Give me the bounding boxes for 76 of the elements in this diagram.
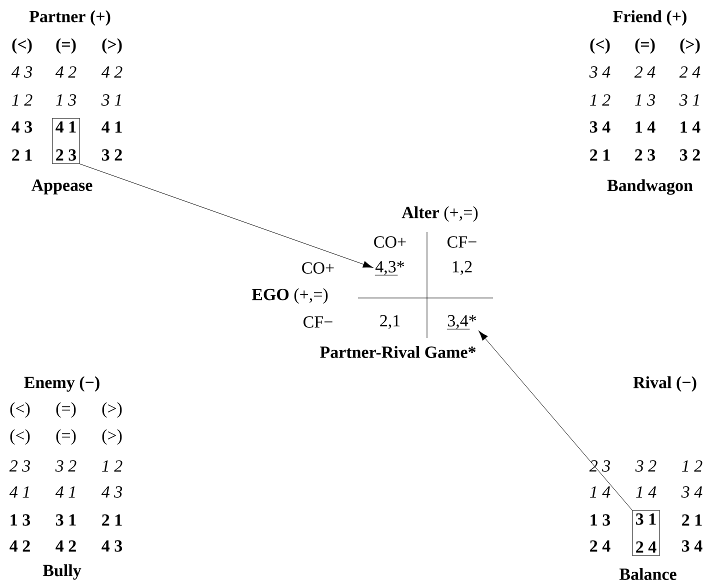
column-header: (=) xyxy=(635,38,655,54)
payoff-entry: 1 2 xyxy=(102,460,122,472)
payoff-entry: 2 1 xyxy=(590,149,610,161)
payoff-entry: 3 1 xyxy=(679,94,699,106)
payoff-entry: 1 2 xyxy=(590,94,610,106)
payoff-entry: 4 3 xyxy=(12,121,32,133)
payoff-entry: 4 2 xyxy=(101,66,122,78)
payoff-entry: 1 3 xyxy=(590,514,610,526)
group-title: Rival (−) xyxy=(633,376,696,392)
payoff-entry: 4 3 xyxy=(101,486,122,498)
payoff-entry: 2 3 xyxy=(635,149,656,161)
column-header: (>) xyxy=(680,38,700,54)
payoff-entry: 3 2 xyxy=(102,149,122,161)
payoff-entry: 2 3 xyxy=(9,460,30,472)
arrow xyxy=(80,164,374,268)
payoff-entry: 2 1 xyxy=(102,514,122,526)
matrix-cell: 3,4* xyxy=(448,315,476,329)
strategy-label: Bandwagon xyxy=(607,179,693,195)
payoff-entry: 3 2 xyxy=(680,149,700,161)
highlighted-payoff-box: 3 1 2 4 xyxy=(632,510,660,556)
payoff-entry: 4 3 xyxy=(102,540,122,552)
payoff-entry: 3 4 xyxy=(590,121,610,133)
payoff-entry: 2 1 xyxy=(682,514,702,526)
payoff-entry: 4 3 xyxy=(11,66,32,78)
matrix-cell: 4,3* xyxy=(375,261,404,275)
payoff-entry: 3 4 xyxy=(681,486,702,498)
payoff-entry: 1 4 xyxy=(590,486,610,498)
player-label: EGO (+,=) xyxy=(252,288,328,304)
row-header: CF− xyxy=(304,316,332,328)
arrow xyxy=(478,330,632,510)
payoff-entry: 4 1 xyxy=(9,486,29,498)
group-title: Partner (+) xyxy=(29,10,110,26)
payoff-entry: 4 1 xyxy=(55,486,75,498)
strategy-label: Appease xyxy=(31,180,92,194)
payoff-entry: 4 2 xyxy=(10,540,30,552)
payoff-entry: 2 4 xyxy=(679,66,700,78)
payoff-entry: 4 2 xyxy=(55,66,76,78)
payoff-entry: 3 2 xyxy=(55,460,76,472)
column-header: (=) xyxy=(56,402,76,418)
matrix-cell: 1,2 xyxy=(452,261,472,275)
column-header: CF− xyxy=(448,236,476,248)
payoff-entry: 2 1 xyxy=(12,149,32,161)
column-header: (<) xyxy=(12,38,32,54)
payoff-entry: 3 1 xyxy=(101,94,121,106)
column-header: CO+ xyxy=(374,236,406,248)
column-header: (<) xyxy=(590,38,610,54)
player-label: Alter (+,=) xyxy=(402,206,478,222)
payoff-entry: 3 1 xyxy=(56,514,76,526)
column-header: (=) xyxy=(56,429,76,445)
payoff-entry: 1 2 xyxy=(682,460,702,472)
column-header: (<) xyxy=(10,402,30,418)
payoff-entry: 4 1 xyxy=(102,121,122,133)
payoff-entry: 1 2 xyxy=(12,94,32,106)
payoff-entry: 1 4 xyxy=(636,121,656,133)
column-header: (>) xyxy=(102,38,122,54)
payoff-entry: 1 3 xyxy=(10,514,30,526)
column-header: (<) xyxy=(10,429,30,445)
payoff-entry: 2 4 xyxy=(634,66,656,78)
column-header: (>) xyxy=(102,429,122,445)
payoff-entry: 2 4 xyxy=(590,540,610,552)
payoff-entry: 3 4 xyxy=(682,540,702,552)
matrix-cell: 2,1 xyxy=(380,315,400,329)
game-title: Partner-Rival Game* xyxy=(320,346,476,358)
payoff-entry: 4 2 xyxy=(56,540,76,552)
column-header: (=) xyxy=(56,38,76,54)
payoff-entry: 1 3 xyxy=(635,94,656,106)
payoff-entry: 3 4 xyxy=(589,66,610,78)
row-header: CO+ xyxy=(302,262,334,274)
payoff-entry: 1 4 xyxy=(636,486,656,498)
strategy-label: Bully xyxy=(42,564,82,580)
group-title: Enemy (−) xyxy=(24,376,100,392)
payoff-entry: 1 4 xyxy=(680,121,700,133)
highlighted-payoff-box: 4 1 2 3 xyxy=(52,118,80,164)
column-header: (>) xyxy=(102,402,122,418)
payoff-entry: 3 2 xyxy=(635,460,656,472)
group-title: Friend (+) xyxy=(613,10,686,26)
